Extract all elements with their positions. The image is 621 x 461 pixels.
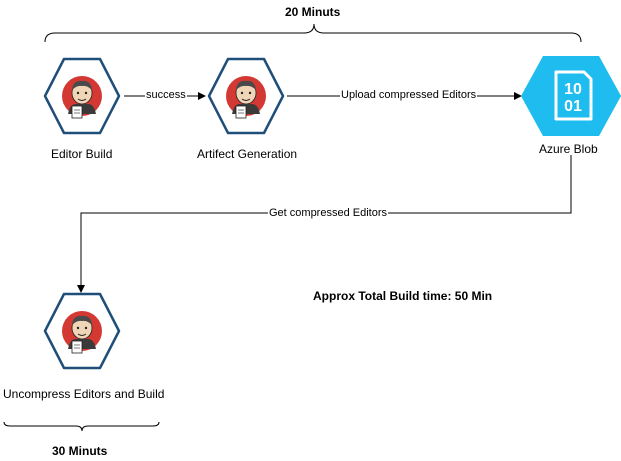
azure-blob-label: Azure Blob — [539, 142, 598, 156]
edge-get-label: Get compressed Editors — [268, 207, 388, 219]
artifact-generation-jenkins-icon — [207, 57, 285, 135]
edge-get — [77, 155, 572, 293]
blob-bits-top: 10 — [564, 81, 582, 98]
uncompress-build-jenkins-icon — [43, 292, 121, 370]
total-build-time-note: Approx Total Build time: 50 Min — [313, 289, 493, 303]
editor-build-label: Editor Build — [51, 147, 113, 161]
bottom-brace — [3, 421, 160, 432]
edge-upload-label: Upload compressed Editors — [340, 89, 478, 101]
edge-success-label: success — [145, 89, 187, 101]
bottom-duration-label: 30 Minuts — [52, 444, 108, 458]
editor-build-jenkins-icon — [43, 57, 121, 135]
azure-blob-icon: 10 01 — [521, 56, 621, 136]
artifact-generation-label: Artifect Generation — [197, 147, 298, 161]
uncompress-build-label: Uncompress Editors and Build — [3, 387, 165, 401]
top-duration-label: 20 Minuts — [285, 5, 341, 19]
top-brace — [44, 23, 582, 43]
blob-bits-bottom: 01 — [564, 98, 582, 115]
